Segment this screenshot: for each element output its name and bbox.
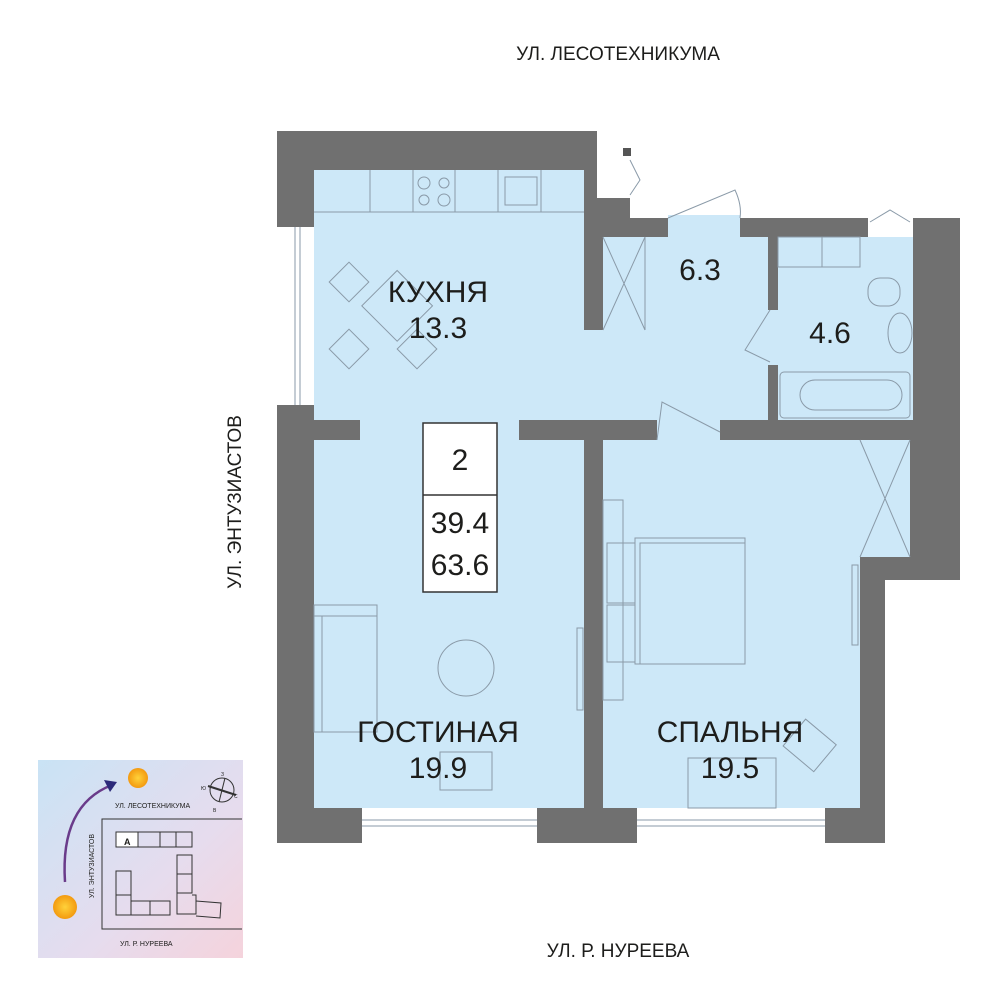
svg-text:З: З	[221, 772, 224, 778]
total-area: 63.6	[431, 549, 489, 582]
entrance-door-swing	[667, 189, 741, 219]
bathroom-door-swing	[744, 309, 771, 363]
street-west: УЛ. ЭНТУЗИАСТОВ	[225, 415, 246, 589]
kitchen-name: КУХНЯ	[388, 276, 488, 309]
hallway-area: 6.3	[679, 254, 721, 287]
living-area-total: 39.4	[431, 507, 489, 540]
bathroom-fixtures	[777, 236, 913, 419]
inset-street-west: УЛ. ЭНТУЗИАСТОВ	[89, 834, 96, 898]
bedroom-furniture	[602, 499, 859, 809]
kitchen-area: 13.3	[409, 312, 467, 345]
living-area: 19.9	[409, 752, 467, 785]
living-name: ГОСТИНАЯ	[357, 716, 519, 749]
exterior-door-swing	[629, 159, 641, 196]
entrance-door-opening[interactable]	[668, 215, 740, 238]
street-south: УЛ. Р. НУРЕЕВА	[547, 941, 690, 962]
closet-cross	[859, 439, 911, 558]
compass-icon	[209, 777, 235, 803]
room-hallway	[603, 237, 768, 420]
street-north: УЛ. ЛЕСОТЕХНИКУМА	[516, 44, 720, 65]
bathroom-area: 4.6	[809, 317, 851, 350]
room-bedroom	[603, 440, 860, 808]
sun-icon	[53, 895, 77, 919]
svg-text:Ю: Ю	[201, 786, 206, 792]
vent-niche	[868, 210, 913, 238]
kitchen-furniture	[314, 170, 646, 370]
vent-door-icon	[869, 209, 911, 223]
inset-street-south: УЛ. Р. НУРЕЕВА	[120, 941, 173, 948]
bedroom-area: 19.5	[701, 752, 759, 785]
sun-icon	[128, 768, 148, 788]
location-inset: З С В Ю УЛ. ЛЕСОТЕХНИКУМА УЛ. ЭНТУЗИАСТО…	[38, 760, 243, 958]
inset-section-label: А	[124, 837, 131, 847]
rooms-count: 2	[452, 444, 469, 477]
windows	[277, 227, 825, 843]
svg-text:С: С	[234, 794, 238, 800]
living-furniture	[313, 604, 584, 791]
bedroom-door-swing	[656, 401, 721, 441]
bedroom-door[interactable]	[657, 418, 720, 442]
exterior-box	[623, 148, 631, 156]
svg-text:В: В	[213, 808, 217, 814]
bathroom-door[interactable]	[768, 310, 778, 365]
info-box: 2 39.4 63.6	[422, 422, 498, 593]
inset-street-north: УЛ. ЛЕСОТЕХНИКУМА	[115, 803, 190, 810]
bedroom-name: СПАЛЬНЯ	[657, 716, 804, 749]
